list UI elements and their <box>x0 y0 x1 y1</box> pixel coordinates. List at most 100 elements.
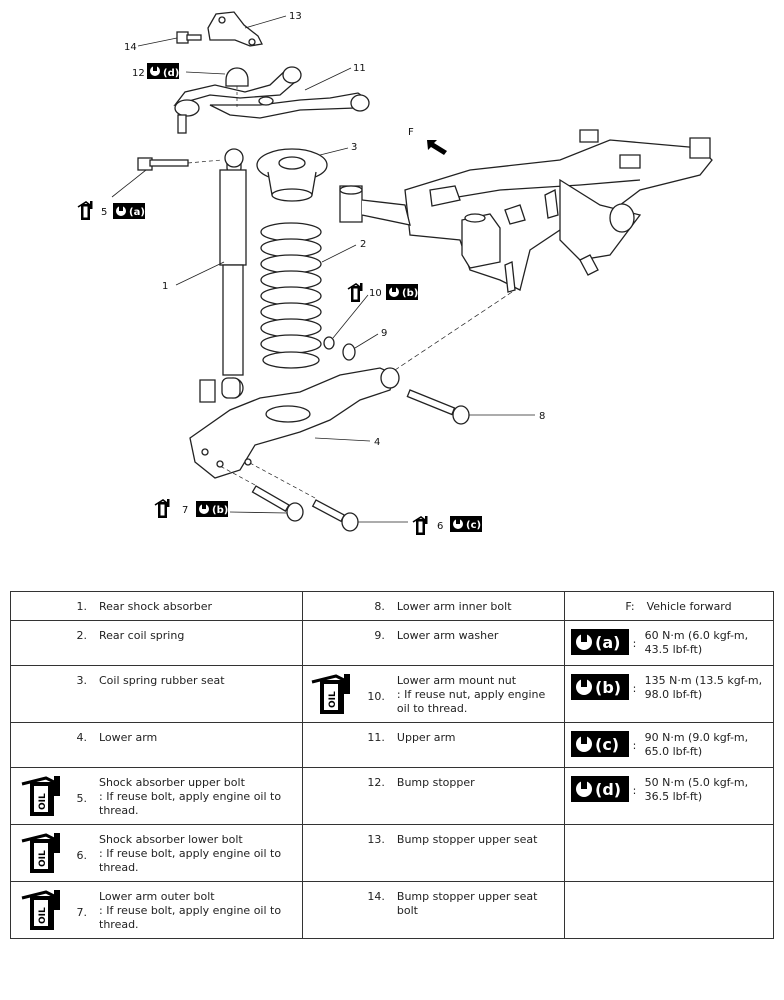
item-name: Coil spring rubber seat <box>99 674 225 687</box>
callout-11: 11 <box>353 63 366 74</box>
torque-tag: (b) <box>595 678 621 697</box>
item-name: Bump stopper upper seat bolt <box>396 890 538 917</box>
item-number: 1. <box>76 600 88 613</box>
item-number: 14. <box>367 890 385 903</box>
callout-14: 14 <box>124 42 137 53</box>
torque-tag: (c) <box>595 735 619 754</box>
callout-13: 13 <box>289 11 302 22</box>
leader-lines <box>111 15 535 523</box>
item-name: Shock absorber upper bolt <box>99 776 245 789</box>
callout-6: 6 <box>437 521 443 532</box>
rear-coil-spring <box>260 222 322 369</box>
upper-arm <box>173 66 370 134</box>
torque-value: 135 N·m (13.5 kgf-m, 98.0 lbf-ft) <box>644 674 763 701</box>
callout-3: 3 <box>351 142 357 153</box>
item-number: 6. <box>76 849 88 862</box>
callout-4: 4 <box>374 437 380 448</box>
callout-9: 9 <box>381 328 387 339</box>
oil-can-icon: OIL <box>21 833 60 873</box>
callout-2: 2 <box>360 239 366 250</box>
torque-wrench-icon: (c) <box>570 731 629 757</box>
callout-12: 12 <box>132 68 145 79</box>
bump-stopper-upper-seat <box>207 11 263 47</box>
oil-label: OIL <box>38 850 48 867</box>
item-number: 9. <box>374 629 385 642</box>
item-name: Lower arm inner bolt <box>396 600 512 613</box>
oil-can-icon <box>412 515 429 536</box>
callout-7: 7 <box>182 505 188 516</box>
table-row: 4. Lower arm 11. Upper arm (c):90 N·m (9.0… <box>10 722 775 768</box>
parts-legend-table: 1. Rear shock absorber 8. Lower arm inner … <box>10 591 775 939</box>
rear-shock-absorber <box>219 148 247 399</box>
item-name: Lower arm <box>99 731 158 744</box>
lower-arm-mount-nut <box>323 336 335 350</box>
oil-can-icon: OIL <box>21 890 60 930</box>
table-row: OIL 6. Shock absorber lower bolt: If reuse… <box>10 824 775 882</box>
oil-can-icon: OIL <box>312 674 351 714</box>
item-note: : If reuse nut, apply engine oil to thre… <box>396 688 546 715</box>
colon: : <box>632 682 637 695</box>
torque-value: 50 N·m (5.0 kgf-m, 36.5 lbf-ft) <box>644 776 749 803</box>
item-number: 2. <box>76 629 88 642</box>
shock-upper-bolt <box>137 157 223 171</box>
oil-can-icon <box>347 282 364 303</box>
item-number: 5. <box>76 792 88 805</box>
oil-can-icon <box>77 200 94 221</box>
oil-label: OIL <box>38 793 48 810</box>
forward-text: Vehicle forward <box>646 600 732 613</box>
table-row: OIL 5. Shock absorber upper bolt: If reuse… <box>10 767 775 825</box>
lower-arm-outer-bolt <box>219 465 304 522</box>
item-name: Rear shock absorber <box>99 600 213 613</box>
torque-tag: (d) <box>595 780 621 799</box>
forward-label: F <box>408 127 414 138</box>
item-number: 8. <box>374 600 385 613</box>
item-name: Upper arm <box>396 731 456 744</box>
torque-value: 60 N·m (6.0 kgf-m, 43.5 lbf-ft) <box>644 629 749 656</box>
colon: : <box>632 739 637 752</box>
item-name: Lower arm outer bolt <box>99 890 215 903</box>
oil-label: OIL <box>328 691 338 708</box>
rear-subframe <box>339 129 713 293</box>
callout-8: 8 <box>539 411 545 422</box>
torque-tag-5: (a) <box>129 207 145 218</box>
torque-tag-12: (d) <box>163 68 179 79</box>
item-name: Rear coil spring <box>99 629 185 642</box>
forward-key: F: <box>625 600 635 613</box>
lower-arm <box>189 367 400 479</box>
item-name: Bump stopper <box>396 776 475 789</box>
callout-1: 1 <box>162 281 168 292</box>
oil-label: OIL <box>38 907 48 924</box>
item-number: 4. <box>76 731 88 744</box>
torque-tag: (a) <box>595 633 620 652</box>
item-note: : If reuse bolt, apply engine oil to thr… <box>99 790 282 817</box>
exploded-suspension-diagram: F <box>77 11 713 536</box>
torque-tag-7: (b) <box>212 505 228 516</box>
item-number: 10. <box>367 690 385 703</box>
table-row: 1. Rear shock absorber 8. Lower arm inner … <box>10 591 775 621</box>
item-note: : If reuse bolt, apply engine oil to thr… <box>99 904 282 931</box>
item-number: 12. <box>367 776 385 789</box>
oil-can-icon: OIL <box>21 776 60 816</box>
lower-arm-washer <box>342 343 356 361</box>
bump-stopper <box>225 67 249 110</box>
item-name: Bump stopper upper seat <box>396 833 538 846</box>
bump-stopper-seat-bolt <box>176 31 202 44</box>
item-number: 3. <box>76 674 88 687</box>
item-name: Shock absorber lower bolt <box>99 833 243 846</box>
table-row: 2. Rear coil spring 9. Lower arm washer (a… <box>10 620 775 666</box>
item-note: : If reuse bolt, apply engine oil to thr… <box>99 847 282 874</box>
item-name: Lower arm washer <box>396 629 499 642</box>
colon: : <box>632 784 637 797</box>
torque-wrench-icon: (b) <box>570 674 629 700</box>
item-number: 11. <box>367 731 385 744</box>
item-number: 13. <box>367 833 385 846</box>
torque-value: 90 N·m (9.0 kgf-m, 65.0 lbf-ft) <box>644 731 749 758</box>
callout-5: 5 <box>101 207 107 218</box>
coil-spring-rubber-seat <box>256 148 328 202</box>
torque-wrench-icon: (a) <box>570 629 629 655</box>
oil-can-icon <box>154 498 171 519</box>
torque-tag-6: (c) <box>466 520 481 531</box>
callout-10: 10 <box>369 288 382 299</box>
